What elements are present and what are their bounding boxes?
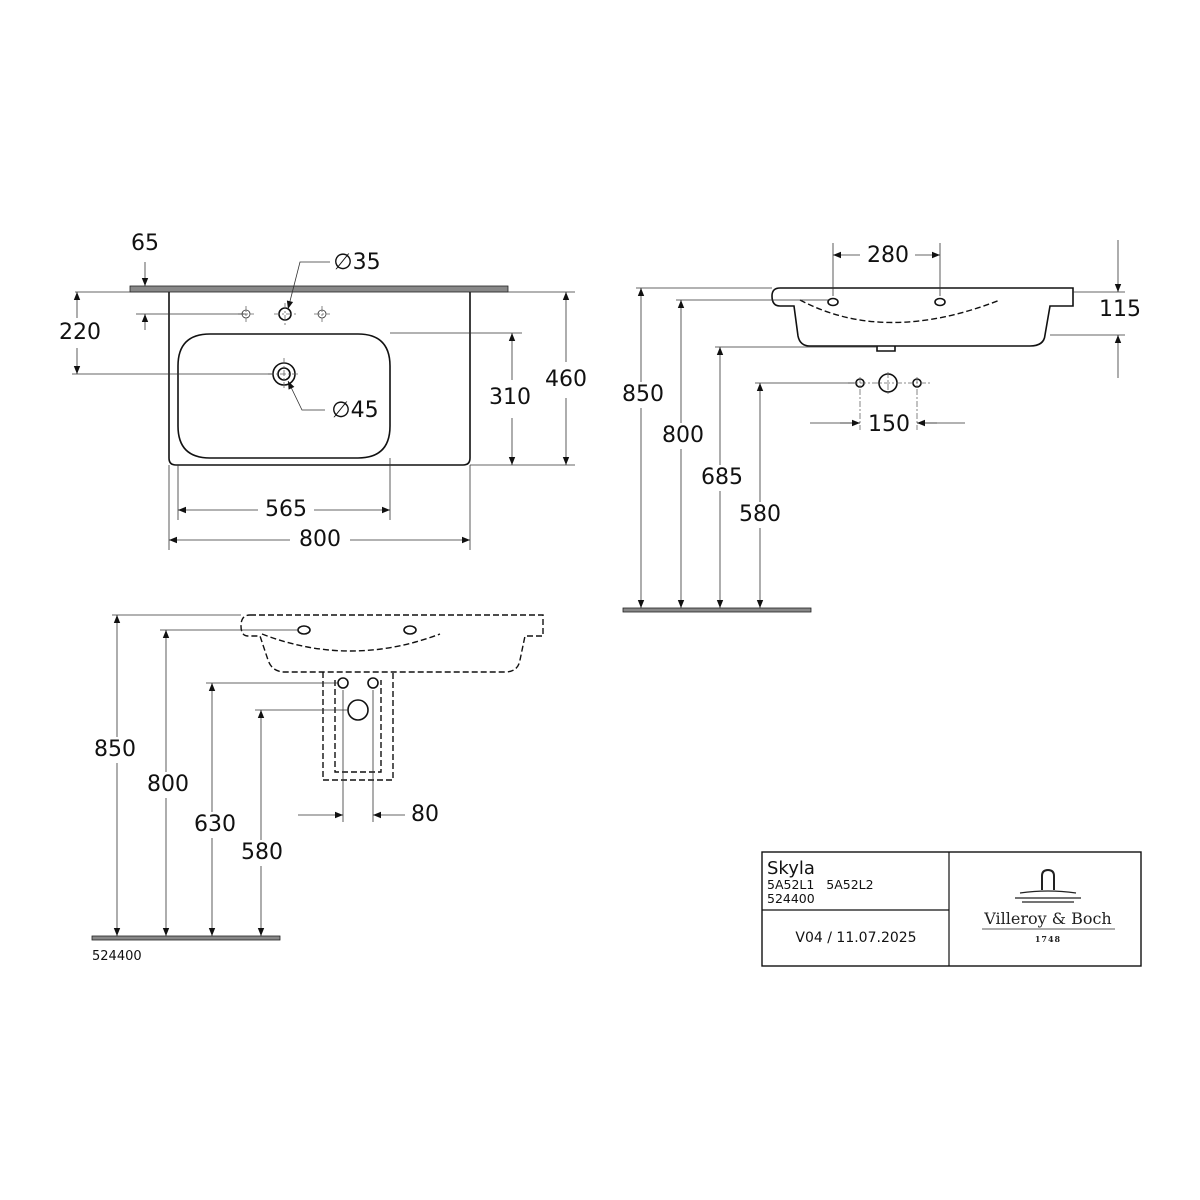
- tap-hole: [274, 303, 296, 325]
- bowl-hidden-line: [799, 299, 1001, 324]
- basin-side-outline: [771, 287, 1074, 347]
- dim-580: 580: [241, 840, 283, 865]
- dim-d35: ∅35: [333, 250, 380, 275]
- villeroy-boch-logo: Villeroy & Boch 1748: [982, 868, 1115, 944]
- tap-hole-optional-right: [314, 306, 330, 322]
- tap-hole-right: [934, 297, 946, 307]
- side-view: 280 115 850 800 685 580 150: [618, 240, 1141, 613]
- dim-800: 800: [147, 772, 189, 797]
- bowl-hidden-line: [261, 633, 441, 652]
- dim-80: 80: [411, 802, 439, 827]
- dim-850: 850: [94, 737, 136, 762]
- version-date: V04 / 11.07.2025: [795, 930, 916, 946]
- basin-hidden-outline: [240, 614, 544, 673]
- dim-150: 150: [868, 412, 910, 437]
- dim-115: 115: [1099, 297, 1141, 322]
- pedestal-hidden-outline: [322, 672, 394, 781]
- article-number-label: 524400: [92, 949, 142, 964]
- title-block: Skyla 5A52L1 5A52L2 524400 V04 / 11.07.2…: [761, 851, 1142, 967]
- dim-580: 580: [739, 502, 781, 527]
- dim-d45: ∅45: [331, 398, 378, 423]
- wall-holes: [848, 372, 930, 430]
- dim-65: 65: [131, 231, 159, 256]
- supply-hole-right: [367, 677, 379, 689]
- wall-strip: [129, 285, 509, 293]
- tap-hole-left: [827, 297, 839, 307]
- tap-hole-left: [297, 625, 311, 635]
- product-name: Skyla: [767, 858, 815, 879]
- logo-name: Villeroy & Boch: [983, 909, 1111, 928]
- logo-year: 1748: [1035, 934, 1061, 944]
- floor: [622, 607, 812, 613]
- dim-800: 800: [662, 423, 704, 448]
- article-number: 524400: [767, 891, 815, 906]
- dim-460: 460: [545, 367, 587, 392]
- dim-685: 685: [701, 465, 743, 490]
- dim-310: 310: [489, 385, 531, 410]
- waste-hole: [347, 699, 369, 721]
- dim-280: 280: [867, 243, 909, 268]
- tap-hole-right: [403, 625, 417, 635]
- dim-800: 800: [299, 527, 341, 552]
- dim-565: 565: [265, 497, 307, 522]
- floor: [91, 935, 281, 941]
- product-codes: 5A52L1 5A52L2: [767, 877, 874, 892]
- dim-850: 850: [622, 382, 664, 407]
- bowl-outline: [177, 333, 391, 459]
- top-view: 65 220 310 460 565 800 ∅35 ∅45: [59, 231, 587, 552]
- drain-stub: [876, 346, 896, 352]
- supply-hole-left: [337, 677, 349, 689]
- dim-630: 630: [194, 812, 236, 837]
- basin-outline: [168, 292, 471, 466]
- dim-220: 220: [59, 320, 101, 345]
- front-view: 850 800 630 580 80 524400: [91, 614, 544, 964]
